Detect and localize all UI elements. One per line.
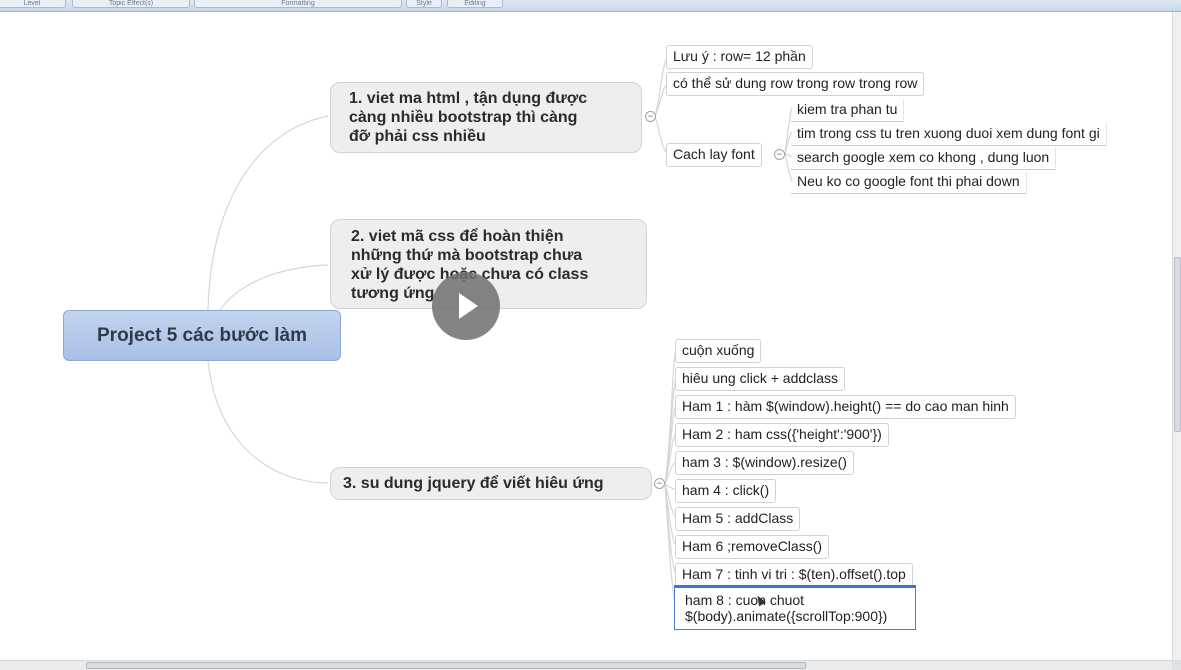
ham-8-line-2: $(body).animate({scrollTop:900}) [685, 608, 888, 624]
topic-1-line: càng nhiều bootstrap thì càng [349, 109, 578, 126]
vertical-scrollbar[interactable] [1172, 12, 1181, 660]
subtopic-jquery[interactable]: Ham 1 : hàm $(window).height() == do cao… [675, 395, 1016, 419]
video-play-button[interactable] [432, 272, 500, 340]
topic-1-line: đỡ phải css nhiều [349, 128, 486, 145]
toolbar-editing[interactable]: Editing [447, 0, 503, 8]
topic-1[interactable]: 1. viet ma html , tận dụng được càng nhi… [330, 82, 642, 153]
topic-2-line: tương ứng [351, 285, 435, 302]
subtopic-jquery[interactable]: ham 3 : $(window).resize() [675, 451, 854, 475]
subtopic-jquery[interactable]: Ham 2 : ham css({'height':'900'}) [675, 423, 889, 447]
topic-2-line: những thứ mà bootstrap chưa [351, 247, 583, 264]
subtopic-jquery[interactable]: ham 4 : click() [675, 479, 777, 503]
subtopic-row-trong-row[interactable]: có thể sử dung row trong row trong row [666, 72, 925, 96]
subtopic-jquery[interactable]: Ham 7 : tinh vi tri : $(ten).offset().to… [675, 563, 913, 587]
subtopic-jquery[interactable]: cuộn xuống [675, 339, 762, 363]
ribbon-toolbar: Level Topic Effect(s) Formatting Style E… [0, 0, 1181, 12]
vertical-scrollbar-thumb[interactable] [1174, 257, 1181, 432]
central-topic[interactable]: Project 5 các bước làm [63, 310, 341, 361]
horizontal-scrollbar-thumb[interactable] [86, 662, 806, 669]
ham-8-line-1: ham 8 : cuon chuot [685, 592, 805, 608]
toolbar-level-dropdown[interactable]: Level [0, 0, 66, 8]
subtopic-font-step[interactable]: kiem tra phan tu [791, 99, 905, 122]
topic-2-line: 2. viet mã css để hoàn thiện [351, 228, 564, 245]
subtopic-font-step[interactable]: tim trong css tu tren xuong duoi xem dun… [791, 123, 1107, 146]
subtopic-luu-y[interactable]: Lưu ý : row= 12 phần [666, 45, 813, 69]
collapse-toggle-topic-3[interactable]: − [654, 478, 665, 489]
subtopic-cach-lay-font[interactable]: Cach lay font [666, 143, 762, 167]
subtopic-font-step[interactable]: Neu ko co google font thi phai down [791, 171, 1027, 194]
toolbar-topic-effects[interactable]: Topic Effect(s) [72, 0, 190, 8]
subtopic-ham-8-selected[interactable]: ham 8 : cuon chuot $(body).animate({scro… [674, 585, 916, 630]
subtopic-jquery[interactable]: Ham 6 ;removeClass() [675, 535, 830, 559]
mindmap-canvas[interactable]: Project 5 các bước làm 1. viet ma html ,… [0, 12, 1172, 660]
collapse-toggle-cach-lay-font[interactable]: − [774, 149, 785, 160]
subtopic-jquery[interactable]: hiêu ung click + addclass [675, 367, 846, 391]
toolbar-formatting-dropdown[interactable]: Formatting [194, 0, 402, 8]
topic-1-line: 1. viet ma html , tận dụng được [349, 90, 588, 107]
horizontal-scrollbar[interactable] [0, 660, 1172, 670]
scrollbar-corner [1172, 660, 1181, 670]
topic-3[interactable]: 3. su dung jquery để viết hiêu ứng [330, 467, 652, 500]
collapse-toggle-topic-1[interactable]: − [645, 111, 656, 122]
subtopic-font-step[interactable]: search google xem co khong , dung luon [791, 147, 1057, 170]
subtopic-jquery[interactable]: Ham 5 : addClass [675, 507, 801, 531]
toolbar-style-dropdown[interactable]: Style [406, 0, 442, 8]
